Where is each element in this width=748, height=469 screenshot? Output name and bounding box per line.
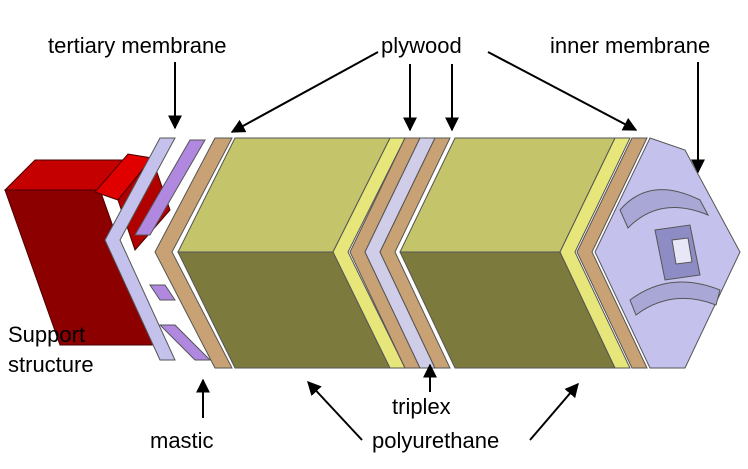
label-arrows	[168, 51, 705, 441]
label-tertiary-membrane: tertiary membrane	[48, 33, 227, 58]
label-mastic: mastic	[150, 428, 214, 453]
mastic-layer	[134, 139, 212, 361]
arrow-plywood-4	[487, 51, 638, 131]
label-plywood: plywood	[381, 33, 462, 58]
arrow-polyurethane-2	[529, 382, 579, 441]
polyurethane-block-1	[177, 137, 406, 369]
arrow-polyurethane-1	[307, 380, 363, 441]
tertiary-membrane-layer	[104, 137, 176, 361]
label-support-structure-line1: Support	[8, 322, 86, 347]
plywood-layer-1	[154, 137, 233, 369]
label-inner-membrane: inner membrane	[550, 33, 711, 58]
label-support-structure-line2: structure	[8, 352, 94, 377]
label-polyurethane: polyurethane	[372, 428, 500, 453]
plywood-layer-4	[576, 137, 648, 369]
arrow-plywood-1	[230, 51, 379, 133]
support-structure	[3, 153, 171, 346]
polyurethane-block-2	[399, 137, 631, 369]
label-triplex: triplex	[392, 394, 451, 419]
inner-membrane-layer	[594, 137, 741, 369]
